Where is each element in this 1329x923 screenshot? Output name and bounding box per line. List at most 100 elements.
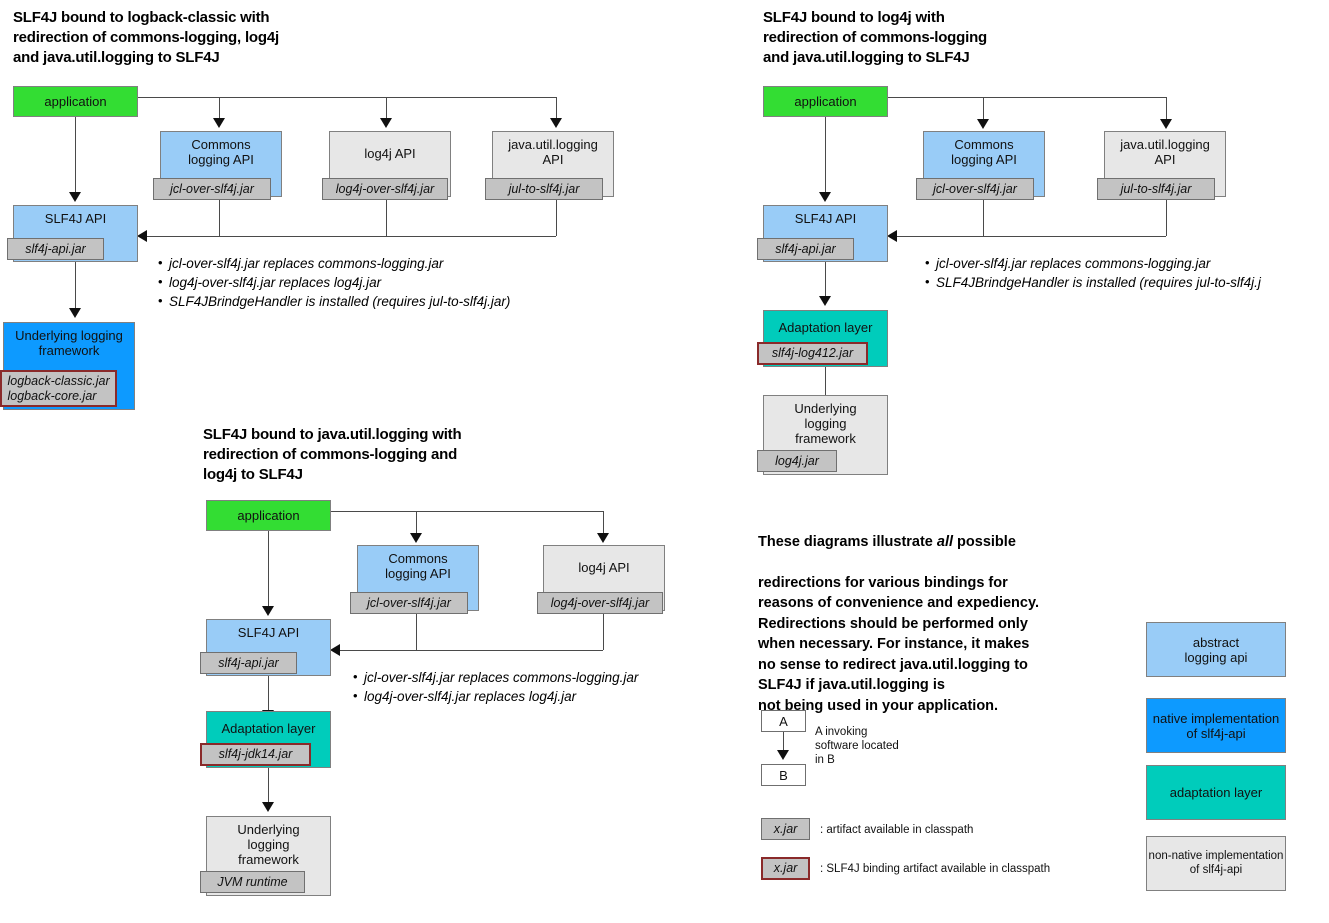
d1-slf4j-jar-label: slf4j-api.jar	[25, 241, 86, 256]
d2-application-box: application	[763, 86, 888, 117]
d1-application-label: application	[44, 94, 107, 109]
legend-swatch-nonnative-implementation-label: non-native implementation of slf4j-api	[1148, 850, 1284, 876]
d2-notes: jcl-over-slf4j.jar replaces commons-logg…	[925, 253, 1261, 292]
d1-slf4j-to-underlying-line	[75, 262, 76, 312]
d2-underlying-jar-label: log4j.jar	[775, 453, 819, 468]
d2-arrow-jul	[1160, 119, 1172, 129]
d2-adaptation-jar-chip: slf4j-log412.jar	[757, 342, 868, 365]
d3-application-box: application	[206, 500, 331, 531]
d1-log4j-jar-chip: log4j-over-slf4j.jar	[322, 178, 448, 200]
d3-slf4j-api-label: SLF4J API	[237, 625, 300, 640]
d3-commons-logging-api-label: Commons logging API	[385, 551, 451, 581]
d2-note-2: SLF4JBrindgeHandler is installed (requir…	[925, 272, 1261, 292]
d3-underlying-jar-label: JVM runtime	[217, 874, 288, 889]
d3-application-label: application	[237, 508, 300, 523]
d3-adaptation-layer-label: Adaptation layer	[221, 721, 316, 736]
d3-return-commons	[416, 614, 417, 650]
d1-drop-log4j	[386, 97, 387, 121]
paragraph-rest: redirections for various bindings for re…	[758, 574, 1039, 714]
d2-note-1: jcl-over-slf4j.jar replaces commons-logg…	[925, 253, 1261, 273]
d2-slf4j-api-label: SLF4J API	[794, 211, 857, 226]
d2-slf4j-jar-label: slf4j-api.jar	[775, 241, 836, 256]
paragraph-line1-a: These diagrams illustrate	[758, 533, 937, 550]
d2-return-commons	[983, 200, 984, 236]
diagram2-title: SLF4J bound to log4j with redirection of…	[763, 9, 988, 66]
d2-return-arrow	[887, 230, 897, 242]
legend-jar-plain-chip: x.jar	[761, 818, 810, 840]
d3-underlying-framework-label: Underlying logging framework	[237, 822, 300, 867]
d2-jul-jar-chip: jul-to-slf4j.jar	[1097, 178, 1215, 200]
d3-arrow-commons	[410, 533, 422, 543]
d3-return-bus	[339, 650, 603, 651]
d1-notes: jcl-over-slf4j.jar replaces commons-logg…	[158, 253, 510, 311]
d2-return-jul	[1166, 200, 1167, 236]
d2-application-label: application	[794, 94, 857, 109]
legend-jar-plain-label: x.jar	[773, 821, 798, 836]
d2-adaptation-layer-label: Adaptation layer	[778, 320, 873, 335]
d1-return-arrow	[137, 230, 147, 242]
d1-return-jul	[556, 200, 557, 236]
d3-arrow-log4j	[597, 533, 609, 543]
d1-return-commons	[219, 200, 220, 236]
d1-note-3: SLF4JBrindgeHandler is installed (requir…	[158, 291, 510, 311]
d1-arrow-commons	[213, 118, 225, 128]
d1-log4j-api-label: log4j API	[364, 146, 416, 161]
d3-note-2: log4j-over-slf4j.jar replaces log4j.jar	[353, 686, 638, 706]
legend-swatch-nonnative-implementation: non-native implementation of slf4j-api	[1146, 836, 1286, 891]
d1-arrow-log4j	[380, 118, 392, 128]
d3-commons-jar-label: jcl-over-slf4j.jar	[367, 595, 451, 610]
d2-drop-jul	[1166, 97, 1167, 122]
d2-underlying-framework-label: Underlying logging framework	[794, 401, 857, 446]
d1-slf4j-to-underlying-arrow	[69, 308, 81, 318]
d2-jul-jar-label: jul-to-slf4j.jar	[1120, 181, 1192, 196]
d1-app-to-slf4j-arrow	[69, 192, 81, 202]
d3-log4j-api-label: log4j API	[578, 560, 630, 575]
paragraph-line1-b: possible	[953, 533, 1016, 550]
d2-app-to-slf4j-arrow	[819, 192, 831, 202]
legend-box-b: B	[761, 764, 806, 786]
d2-adaptation-jar-label: slf4j-log412.jar	[771, 346, 854, 360]
d1-arrow-jul	[550, 118, 562, 128]
legend-swatch-abstract-logging-api-label: abstract logging api	[1184, 634, 1248, 665]
d3-drop-commons	[416, 511, 417, 536]
d3-app-to-slf4j-line	[268, 531, 269, 609]
d1-note-2: log4j-over-slf4j.jar replaces log4j.jar	[158, 272, 510, 292]
d3-slf4j-jar-label: slf4j-api.jar	[218, 655, 279, 670]
d3-bus-top	[331, 511, 603, 512]
d1-jul-api-label: java.util.logging API	[508, 137, 598, 167]
d3-log4j-jar-label: log4j-over-slf4j.jar	[550, 595, 650, 610]
legend-swatch-adaptation-layer: adaptation layer	[1146, 765, 1286, 820]
d2-bus-top	[888, 97, 1166, 98]
d2-slf4j-to-adaptation-line	[825, 262, 826, 300]
legend-ab-arrow	[777, 750, 789, 760]
legend-swatch-abstract-logging-api: abstract logging api	[1146, 622, 1286, 677]
d1-commons-logging-api-label: Commons logging API	[188, 137, 254, 167]
legend-swatch-native-implementation-label: native implementation of slf4j-api	[1152, 710, 1280, 741]
d3-slf4j-jar-chip: slf4j-api.jar	[200, 652, 297, 674]
d1-drop-jul	[556, 97, 557, 121]
legend-box-a: A	[761, 710, 806, 732]
d1-note-1: jcl-over-slf4j.jar replaces commons-logg…	[158, 253, 510, 273]
d1-log4j-jar-label: log4j-over-slf4j.jar	[335, 181, 435, 196]
d3-app-to-slf4j-arrow	[262, 606, 274, 616]
d2-return-bus	[896, 236, 1166, 237]
legend-ab-line	[783, 732, 784, 754]
legend-jar-binding-chip: x.jar	[761, 857, 810, 880]
legend-ab-description: A invoking software located in B	[815, 726, 899, 766]
d3-return-arrow	[330, 644, 340, 656]
d2-underlying-jar-chip: log4j.jar	[757, 450, 837, 472]
d1-underlying-jar-chip: logback-classic.jar logback-core.jar	[0, 370, 117, 407]
d1-return-bus	[146, 236, 556, 237]
d3-return-log4j	[603, 614, 604, 650]
d1-underlying-jar-label: logback-classic.jar logback-core.jar	[7, 373, 110, 403]
d3-log4j-jar-chip: log4j-over-slf4j.jar	[537, 592, 663, 614]
d3-notes: jcl-over-slf4j.jar replaces commons-logg…	[353, 667, 638, 706]
d2-commons-jar-label: jcl-over-slf4j.jar	[933, 181, 1017, 196]
d3-adaptation-to-underlying-line	[268, 768, 269, 806]
legend-swatch-adaptation-layer-label: adaptation layer	[1169, 785, 1263, 800]
d1-jul-jar-chip: jul-to-slf4j.jar	[485, 178, 603, 200]
d1-underlying-framework-label: Underlying logging framework	[15, 328, 123, 358]
d1-drop-commons	[219, 97, 220, 121]
d3-drop-log4j	[603, 511, 604, 536]
d1-commons-jar-label: jcl-over-slf4j.jar	[170, 181, 254, 196]
